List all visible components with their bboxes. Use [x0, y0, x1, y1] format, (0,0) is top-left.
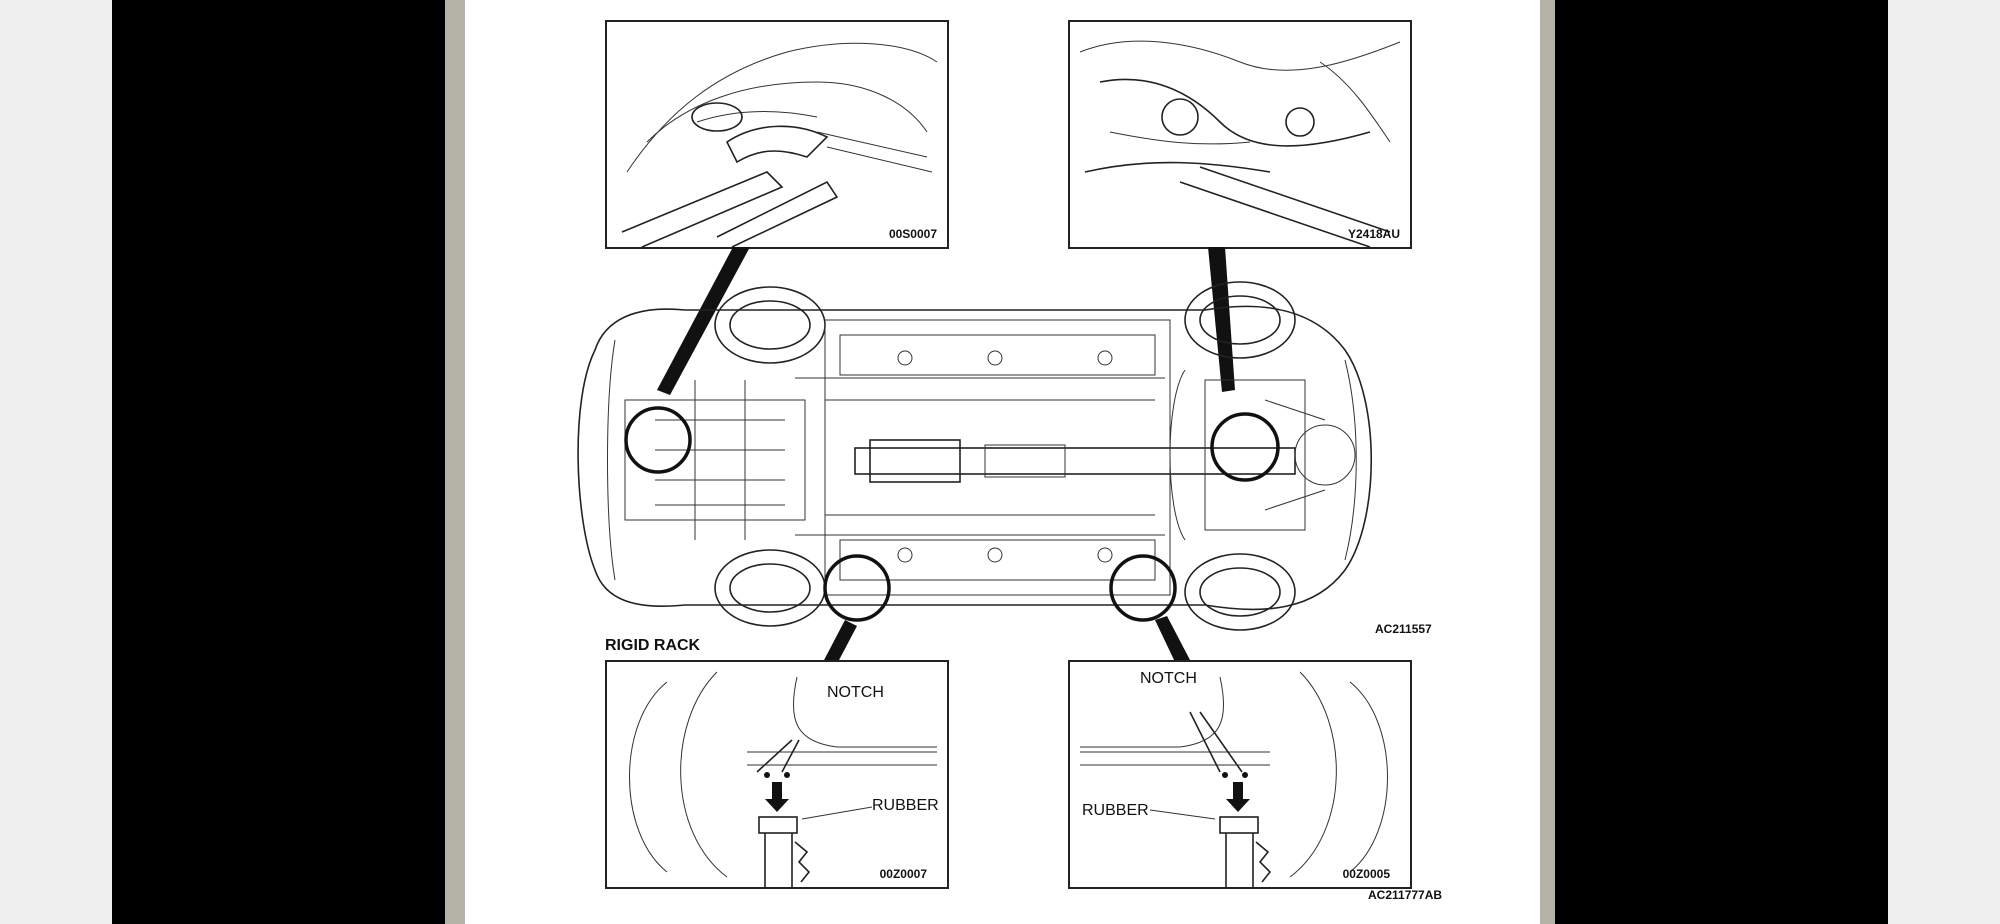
lift-point-left-sill [823, 554, 891, 622]
pointer-top-left [657, 247, 750, 395]
lift-point-rear [1210, 412, 1280, 482]
panel-code: 00S0007 [888, 227, 937, 241]
pointer-bottom-left [823, 620, 857, 662]
rubber-label: RUBBER [1082, 802, 1149, 819]
front-right-wheel [714, 549, 826, 627]
right-gutter [1888, 0, 2000, 924]
panel-code: Y2418AU [1347, 227, 1400, 241]
detail-panel-front-jack: 00S0007 [605, 20, 949, 249]
document-page: 00S0007 Y2418AU [465, 0, 1540, 924]
detail-panel-rigid-rack-left: NOTCH RUBBER 00Z0007 [605, 660, 949, 889]
rear-left-wheel [1184, 281, 1296, 359]
rigid-rack-left-illustration [629, 671, 937, 887]
front-jack-illustration [621, 42, 938, 247]
lift-point-right-sill [1109, 554, 1177, 622]
notch-label: NOTCH [827, 684, 884, 701]
panel-code: 00Z0007 [879, 867, 927, 881]
rear-right-wheel [1184, 553, 1296, 631]
front-left-wheel [714, 286, 826, 364]
vehicle-body-outline [577, 305, 1373, 611]
detail-panel-rear-jack: Y2418AU [1068, 20, 1412, 249]
left-gutter [0, 0, 112, 924]
lift-point-front [624, 406, 692, 474]
figure-code: AC211557 [1375, 622, 1432, 636]
page-code: AC211777AB [1368, 888, 1443, 902]
detail-panel-rigid-rack-right: NOTCH RUBBER 00Z0005 [1068, 660, 1412, 889]
section-label: RIGID RACK [605, 637, 701, 654]
rubber-label: RUBBER [872, 797, 939, 814]
rear-jack-illustration [1079, 40, 1401, 247]
notch-label: NOTCH [1140, 670, 1197, 687]
panel-code: 00Z0005 [1342, 867, 1390, 881]
rigid-rack-right-illustration [1080, 671, 1388, 887]
pointer-top-right [1208, 247, 1235, 392]
vehicle-underbody-diagram [577, 247, 1373, 662]
pointer-bottom-right [1155, 616, 1190, 662]
